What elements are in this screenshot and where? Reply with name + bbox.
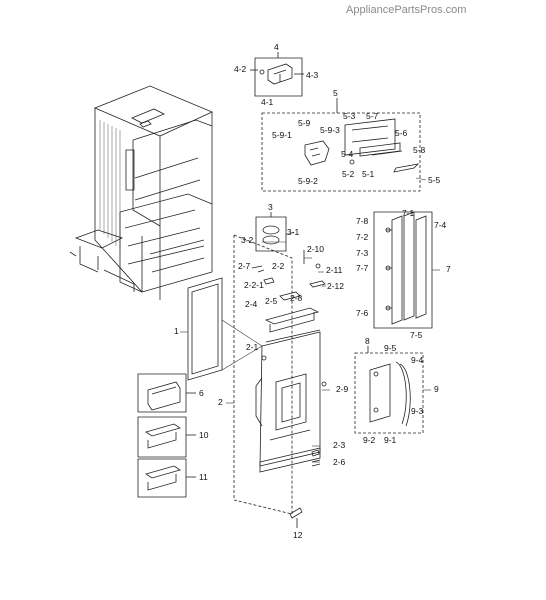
callout-9-3: 9-3 <box>411 406 424 416</box>
callout-5-3: 5-3 <box>343 111 356 121</box>
callout-7-4: 7-4 <box>434 220 447 230</box>
callout-3-1: 3-1 <box>287 227 300 237</box>
callout-4-1: 4-1 <box>261 97 274 107</box>
cabinet-drawing <box>70 86 212 300</box>
part-4-hinge-drawing <box>259 64 292 84</box>
part-10-box <box>138 417 186 457</box>
callout-5-2: 5-2 <box>342 169 355 179</box>
callout-2-2: 2-2 <box>272 261 285 271</box>
callout-2-11: 2-11 <box>326 265 343 275</box>
callout-7-1: 7-1 <box>402 208 415 218</box>
part-12-drawing <box>290 508 302 518</box>
callout-4-2: 4-2 <box>234 64 247 74</box>
part-11-box <box>138 459 186 497</box>
callout-1: 1 <box>174 326 179 336</box>
callout-2-10: 2-10 <box>307 244 325 254</box>
callout-5-9-1: 5-9-1 <box>272 130 292 140</box>
callout-7-3: 7-3 <box>356 248 369 258</box>
callout-2-4: 2-4 <box>245 299 258 309</box>
callout-2-3: 2-3 <box>333 440 346 450</box>
callout-9-2: 9-2 <box>363 435 376 445</box>
part-9-handle-drawing <box>370 362 410 426</box>
callout-5-5: 5-5 <box>428 175 441 185</box>
callout-7-6: 7-6 <box>356 308 369 318</box>
part-6-drawing <box>148 382 180 410</box>
callout-6: 6 <box>199 388 204 398</box>
callout-2: 2 <box>218 397 223 407</box>
callout-7-5: 7-5 <box>410 330 423 340</box>
callout-4-3: 4-3 <box>306 70 319 80</box>
callout-3: 3 <box>268 202 273 212</box>
callout-10: 10 <box>199 430 209 440</box>
callout-5-8: 5-8 <box>413 145 426 155</box>
callout-5-9: 5-9 <box>298 118 311 128</box>
callout-5-9-2: 5-9-2 <box>298 176 318 186</box>
callout-5-1: 5-1 <box>362 169 375 179</box>
callout-7: 7 <box>446 264 451 274</box>
part-11-drawing <box>146 466 180 490</box>
callout-9-5: 9-5 <box>384 343 397 353</box>
callout-4: 4 <box>274 42 279 52</box>
callout-7-8: 7-8 <box>356 216 369 226</box>
callout-5-4: 5-4 <box>341 149 354 159</box>
callout-9-4: 9-4 <box>411 355 424 365</box>
door-drawing <box>256 330 320 472</box>
part-5-box <box>262 113 420 191</box>
callout-2-2-1: 2-2-1 <box>244 280 264 290</box>
callout-2-5: 2-5 <box>265 296 278 306</box>
callout-2-6: 2-6 <box>333 457 346 467</box>
callout-5-7: 5-7 <box>366 111 379 121</box>
part-7-box <box>374 212 432 328</box>
callout-3-2: 3-2 <box>241 235 254 245</box>
callout-2-9: 2-9 <box>336 384 349 394</box>
callout-2-8: 2-8 <box>290 293 303 303</box>
callout-11: 11 <box>199 472 208 482</box>
callout-9: 9 <box>434 384 439 394</box>
callout-5-6: 5-6 <box>395 128 408 138</box>
part-6-box <box>138 374 186 412</box>
gasket-drawing <box>188 278 222 380</box>
callout-7-7: 7-7 <box>356 263 369 273</box>
callout-5: 5 <box>333 88 338 98</box>
part-10-drawing <box>146 424 180 448</box>
callout-2-1: 2-1 <box>246 342 259 352</box>
part-8-box <box>355 353 423 433</box>
callout-12: 12 <box>293 530 303 540</box>
callout-7-2: 7-2 <box>356 232 369 242</box>
part-4-box <box>255 58 302 96</box>
callout-2-7: 2-7 <box>238 261 251 271</box>
part-7-trim-drawing <box>385 212 426 324</box>
callout-2-12: 2-12 <box>327 281 345 291</box>
callout-9-1: 9-1 <box>384 435 397 445</box>
part-3-drawing <box>263 226 279 234</box>
part-5-dispenser-drawing <box>305 119 418 172</box>
callout-8: 8 <box>365 336 370 346</box>
door-top-parts-drawing <box>252 250 327 456</box>
watermark: AppliancePartsPros.com <box>346 4 467 16</box>
callout-5-9-3: 5-9-3 <box>320 125 340 135</box>
